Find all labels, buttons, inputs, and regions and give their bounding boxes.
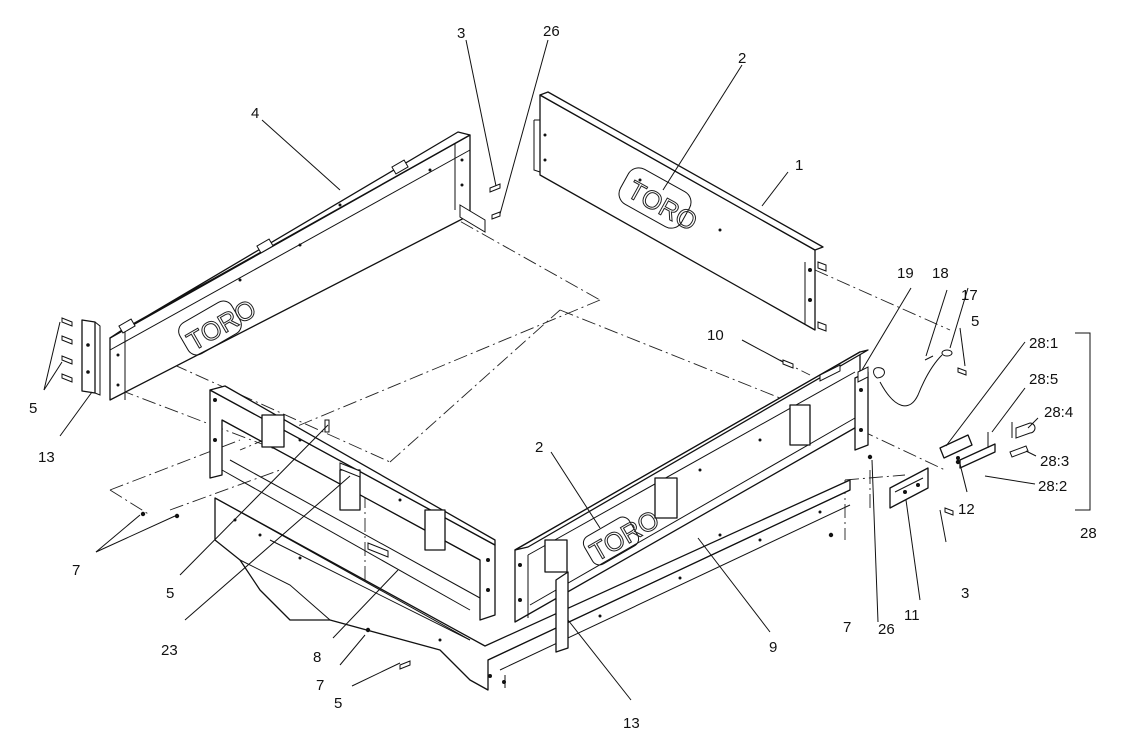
bed-floor-part-8: [214, 479, 851, 691]
nut: [365, 627, 371, 633]
assembly-bracket: [1075, 332, 1091, 511]
frame-part-9: TORO: [514, 349, 869, 623]
callout-28-5: 28:5: [1029, 371, 1058, 388]
corner-post: [854, 366, 869, 451]
latch-bracket-part-11: [889, 467, 929, 509]
callout-11: 11: [904, 607, 920, 624]
callout-10: 10: [707, 327, 724, 344]
callout-28-2: 28:2: [1038, 478, 1067, 495]
callout-2: 2: [535, 439, 543, 456]
callout-23: 23: [161, 642, 178, 659]
callout-3: 3: [457, 25, 465, 42]
bolt: [61, 335, 73, 345]
nut: [867, 454, 873, 460]
callout-28-4: 28:4: [1044, 404, 1073, 421]
corner-post-part-13-right: [555, 571, 569, 653]
callout-28-3: 28:3: [1040, 453, 1069, 470]
callout-5: 5: [334, 695, 342, 712]
bolt: [944, 507, 954, 516]
centerline: [239, 299, 601, 451]
leader-lines: [43, 39, 1091, 701]
side-rail-part-4: TORO: [109, 131, 486, 401]
callout-3: 3: [961, 585, 969, 602]
callout-5: 5: [971, 313, 979, 330]
callout-13: 13: [623, 715, 640, 732]
callout-5: 5: [166, 585, 174, 602]
callout-8: 8: [313, 649, 321, 666]
centerline: [844, 474, 906, 481]
callout-7: 7: [843, 619, 851, 636]
latch-assembly-part-28: [939, 422, 1036, 469]
centerline: [389, 309, 561, 463]
callout-26: 26: [878, 621, 895, 638]
centerline: [814, 269, 951, 331]
callout-13: 13: [38, 449, 55, 466]
hardware-bolts: [61, 183, 967, 670]
callout-4: 4: [251, 105, 259, 122]
washer-part-17: [941, 349, 953, 357]
callout-1: 1: [795, 157, 803, 174]
corner-post-part-13-left: [81, 319, 101, 396]
nut: [491, 211, 501, 220]
centerline: [859, 429, 946, 471]
nut: [140, 511, 146, 517]
callout-18: 18: [932, 265, 949, 282]
callout-9: 9: [769, 639, 777, 656]
callout-28: 28: [1080, 525, 1097, 542]
centerline: [169, 469, 281, 511]
callout-7: 7: [72, 562, 80, 579]
callout-labels: 1 2 2 3 3 4 5 5 5 5 7 7 7 8 9 10 11 12 1…: [29, 23, 1097, 732]
front-frame-part-23: [209, 385, 496, 621]
callout-2: 2: [738, 50, 746, 67]
callout-17: 17: [961, 287, 978, 304]
callout-26: 26: [543, 23, 560, 40]
callout-28-1: 28:1: [1029, 335, 1058, 352]
bolt: [61, 355, 73, 365]
callout-5: 5: [29, 400, 37, 417]
panel-part-1: TORO: [533, 91, 827, 332]
nut: [828, 532, 834, 538]
bolt: [61, 373, 73, 383]
bolt: [489, 183, 501, 193]
bolt: [782, 359, 794, 369]
lanyard-part-18: [873, 354, 943, 407]
bolt: [399, 660, 411, 670]
centerline: [439, 209, 601, 301]
centerline: [109, 489, 151, 516]
bolt: [61, 317, 73, 327]
callout-7: 7: [316, 677, 324, 694]
nut: [174, 513, 180, 519]
nut: [955, 459, 961, 465]
bolt: [957, 367, 967, 376]
callout-12: 12: [958, 501, 975, 518]
callout-19: 19: [897, 265, 914, 282]
